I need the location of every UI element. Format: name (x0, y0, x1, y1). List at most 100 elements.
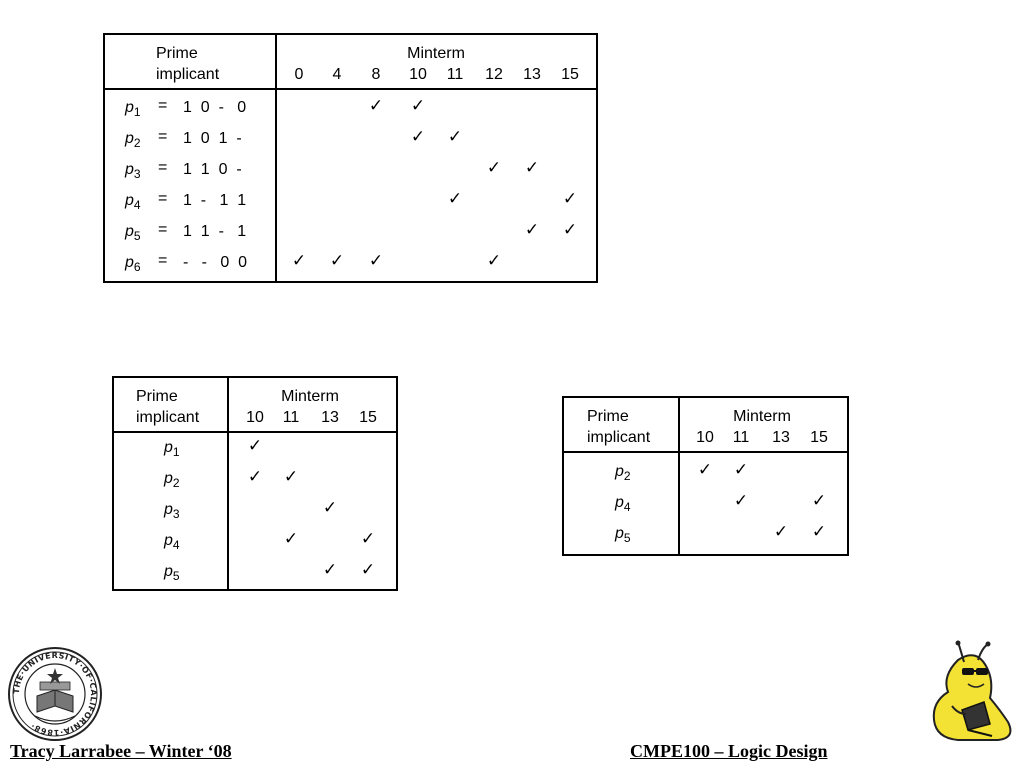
column-divider (227, 378, 229, 589)
implicant-symbol: p (164, 563, 173, 580)
implicant-label: p1 (164, 438, 180, 462)
coverage-check-icon: ✓ (410, 127, 426, 147)
minterm-header: 13 (523, 66, 541, 83)
minterm-header: 8 (371, 66, 381, 83)
implicant-index: 6 (133, 260, 141, 275)
coverage-check-icon: ✓ (360, 560, 376, 580)
implicant-label: p5 (164, 562, 180, 586)
coverage-check-icon: ✓ (562, 220, 578, 240)
header-minterm: Minterm (407, 45, 465, 62)
minterm-header: 15 (359, 409, 377, 426)
coverage-check-icon: ✓ (283, 529, 299, 549)
coverage-check-icon: ✓ (697, 460, 713, 480)
header-divider (564, 451, 847, 453)
column-divider (678, 398, 680, 554)
column-divider (275, 35, 277, 281)
implicant-index: 5 (133, 229, 141, 244)
implicant-index: 2 (172, 476, 180, 491)
implicant-index: 4 (172, 538, 180, 553)
coverage-check-icon: ✓ (447, 127, 463, 147)
implicant-bits: - - 0 0 (183, 254, 248, 271)
implicant-index: 5 (172, 569, 180, 584)
coverage-check-icon: ✓ (368, 96, 384, 116)
equals-sign: = (158, 97, 168, 114)
minterm-header: 4 (332, 66, 342, 83)
coverage-check-icon: ✓ (247, 436, 263, 456)
implicant-index: 1 (133, 105, 141, 120)
coverage-check-icon: ✓ (322, 560, 338, 580)
header-implicant: implicant (156, 66, 220, 83)
minterm-header: 10 (409, 66, 427, 83)
implicant-symbol: p (615, 494, 624, 511)
implicant-label: p1 (125, 98, 141, 122)
header-divider (105, 88, 596, 90)
implicant-symbol: p (164, 439, 173, 456)
implicant-symbol: p (164, 532, 173, 549)
implicant-index: 2 (623, 469, 631, 484)
minterm-header: 11 (732, 429, 750, 446)
coverage-check-icon: ✓ (486, 158, 502, 178)
coverage-check-icon: ✓ (368, 251, 384, 271)
coverage-check-icon: ✓ (410, 96, 426, 116)
coverage-check-icon: ✓ (524, 158, 540, 178)
implicant-symbol: p (615, 525, 624, 542)
coverage-check-icon: ✓ (329, 251, 345, 271)
implicant-index: 3 (172, 507, 180, 522)
coverage-check-icon: ✓ (486, 251, 502, 271)
implicant-label: p4 (615, 493, 631, 517)
header-prime: Prime (136, 388, 178, 405)
header-minterm: Minterm (281, 388, 339, 405)
minterm-header: 10 (246, 409, 264, 426)
minterm-header: 15 (561, 66, 579, 83)
minterm-header: 11 (282, 409, 300, 426)
equals-sign: = (158, 252, 168, 269)
implicant-symbol: p (125, 192, 134, 209)
implicant-label: p4 (164, 531, 180, 555)
implicant-label: p6 (125, 253, 141, 277)
equals-sign: = (158, 159, 168, 176)
implicant-symbol: p (125, 130, 134, 147)
coverage-check-icon: ✓ (360, 529, 376, 549)
implicant-index: 2 (133, 136, 141, 151)
implicant-symbol: p (615, 463, 624, 480)
implicant-label: p2 (125, 129, 141, 153)
coverage-check-icon: ✓ (291, 251, 307, 271)
equals-sign: = (158, 221, 168, 238)
coverage-check-icon: ✓ (247, 467, 263, 487)
implicant-symbol: p (125, 254, 134, 271)
minterm-header: 10 (696, 429, 714, 446)
minterm-header: 11 (446, 66, 464, 83)
minterm-header: 12 (485, 66, 503, 83)
implicant-bits: 1 0 1 - (183, 130, 242, 147)
equals-sign: = (158, 128, 168, 145)
minterm-header: 13 (321, 409, 339, 426)
university-seal-icon: THE·UNIVERSITY·OF·CALIFORNIA·1868· (8, 647, 102, 741)
header-divider (114, 431, 396, 433)
header-prime: Prime (156, 45, 198, 62)
coverage-check-icon: ✓ (733, 491, 749, 511)
header-prime: Prime (587, 408, 629, 425)
implicant-symbol: p (125, 223, 134, 240)
coverage-check-icon: ✓ (283, 467, 299, 487)
coverage-check-icon: ✓ (811, 491, 827, 511)
implicant-index: 3 (133, 167, 141, 182)
implicant-symbol: p (164, 501, 173, 518)
implicant-symbol: p (125, 161, 134, 178)
footer-course: CMPE100 – Logic Design (630, 741, 828, 761)
implicant-symbol: p (125, 99, 134, 116)
implicant-symbol: p (164, 470, 173, 487)
implicant-label: p2 (164, 469, 180, 493)
minterm-header: 15 (810, 429, 828, 446)
implicant-index: 4 (623, 500, 631, 515)
coverage-check-icon: ✓ (733, 460, 749, 480)
minterm-header: 13 (772, 429, 790, 446)
header-implicant: implicant (136, 409, 200, 426)
implicant-index: 4 (133, 198, 141, 213)
equals-sign: = (158, 190, 168, 207)
coverage-check-icon: ✓ (524, 220, 540, 240)
banana-slug-mascot-icon (932, 640, 1012, 741)
implicant-label: p3 (164, 500, 180, 524)
